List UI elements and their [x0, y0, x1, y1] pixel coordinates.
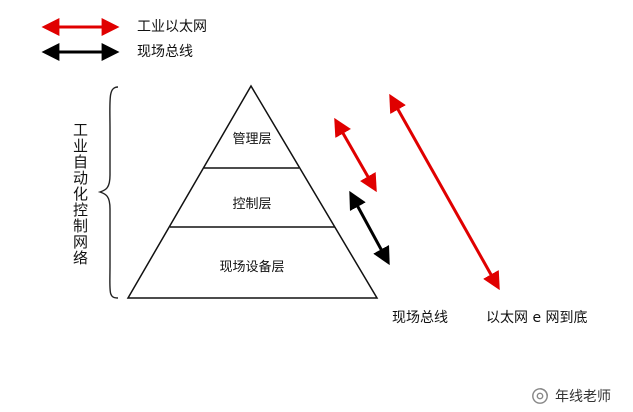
watermark-text: 年线老师 [555, 389, 611, 405]
pyramid-outline [126, 84, 379, 299]
fieldbus-arrow [349, 190, 390, 266]
legend-ethernet-label: 工业以太网 [137, 19, 207, 35]
wechat-official-account-icon [532, 388, 548, 404]
layer-label-management: 管理层 [232, 132, 272, 147]
ethernet-arrow-short [334, 117, 377, 193]
bottom-ethernet-label: 以太网 e 网到底 [486, 310, 588, 326]
bottom-fieldbus-label: 现场总线 [392, 310, 448, 326]
watermark: 年线老师 [531, 386, 611, 406]
left-brace [97, 86, 119, 299]
layer-label-control: 控制层 [232, 197, 272, 212]
layer-label-field-device: 现场设备层 [219, 260, 285, 275]
legend-fieldbus-label: 现场总线 [137, 44, 193, 60]
ethernet-arrow-long [389, 93, 500, 291]
side-label: 工业自动化控制网络 [71, 122, 89, 266]
